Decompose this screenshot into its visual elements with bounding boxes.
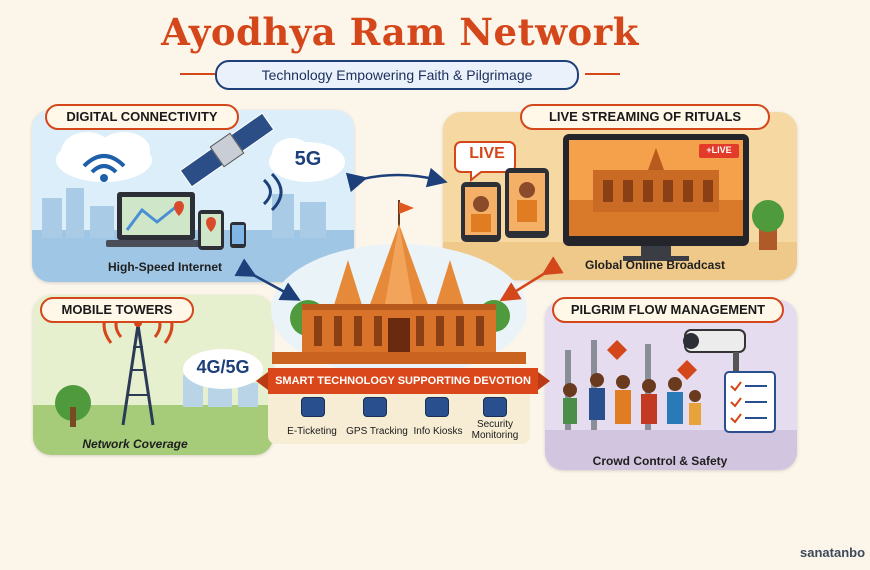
- mobile-towers-label: MOBILE TOWERS: [40, 297, 194, 323]
- phone-stream-icon: [461, 182, 501, 242]
- 4g5g-badge: 4G/5G: [196, 357, 250, 377]
- pilgrim-illustration: [545, 329, 797, 470]
- arrow-digital-temple: [234, 258, 301, 301]
- title-divider: [180, 73, 620, 75]
- mobile-towers-caption: Network Coverage: [82, 437, 188, 451]
- panel-pilgrim-flow: [545, 300, 797, 470]
- towers-illustration: [33, 306, 273, 455]
- info-kiosks-icon: [425, 397, 449, 417]
- feature-gps-tracking: GPS Tracking: [346, 426, 408, 437]
- satellite-icon: [179, 112, 275, 188]
- gps-tracking-icon: [363, 397, 387, 417]
- tv-live-badge: +LIVE: [706, 145, 732, 155]
- live-streaming-caption: Global Online Broadcast: [584, 258, 726, 272]
- pilgrim-flow-caption: Crowd Control & Safety: [592, 454, 728, 468]
- watermark: sanatanbo: [800, 545, 866, 560]
- crowd-icon: [563, 373, 701, 425]
- tablet-stream-icon: [505, 168, 549, 238]
- panel-mobile-towers: 4G/5G: [33, 295, 273, 455]
- subtitle-ribbon: Technology Empowering Faith & Pilgrimage: [215, 60, 579, 90]
- feature-info-kiosks: Info Kiosks: [413, 426, 463, 437]
- e-ticketing-icon: [301, 397, 325, 417]
- arrow-live-temple: [499, 256, 564, 302]
- checklist-icon: [724, 371, 776, 433]
- security-monitoring-icon: [483, 397, 507, 417]
- 5g-badge: 5G: [294, 148, 322, 170]
- tv-icon: [563, 134, 749, 261]
- live-bubble-badge: LIVE: [469, 145, 505, 162]
- laptop-icon: [106, 192, 206, 247]
- live-streaming-label: LIVE STREAMING OF RITUALS: [520, 104, 770, 130]
- panel-live-streaming: LIVE +LIVE: [443, 112, 797, 280]
- phone-icon: [198, 210, 224, 250]
- digital-connectivity-caption: High-Speed Internet: [107, 260, 222, 274]
- panel-digital-connectivity: 5G: [32, 110, 354, 282]
- live-illustration: [443, 134, 797, 280]
- digital-connectivity-label: DIGITAL CONNECTIVITY: [45, 104, 239, 130]
- digital-illustration: [32, 112, 354, 282]
- plant-icon: [752, 200, 784, 250]
- pilgrim-flow-label: PILGRIM FLOW MANAGEMENT: [552, 297, 784, 323]
- center-banner: SMART TECHNOLOGY SUPPORTING DEVOTION: [256, 368, 550, 394]
- mobile-icon: [230, 222, 246, 248]
- wifi-cloud-icon: [56, 132, 152, 182]
- cctv-camera-icon: [683, 329, 746, 372]
- arrow-digital-live: [345, 167, 448, 193]
- feature-security-monitoring: Security Monitoring: [471, 419, 519, 441]
- temple-illustration: [268, 200, 530, 444]
- page-title: Ayodhya Ram Network: [161, 10, 639, 54]
- feature-e-ticketing: E-Ticketing: [287, 426, 337, 437]
